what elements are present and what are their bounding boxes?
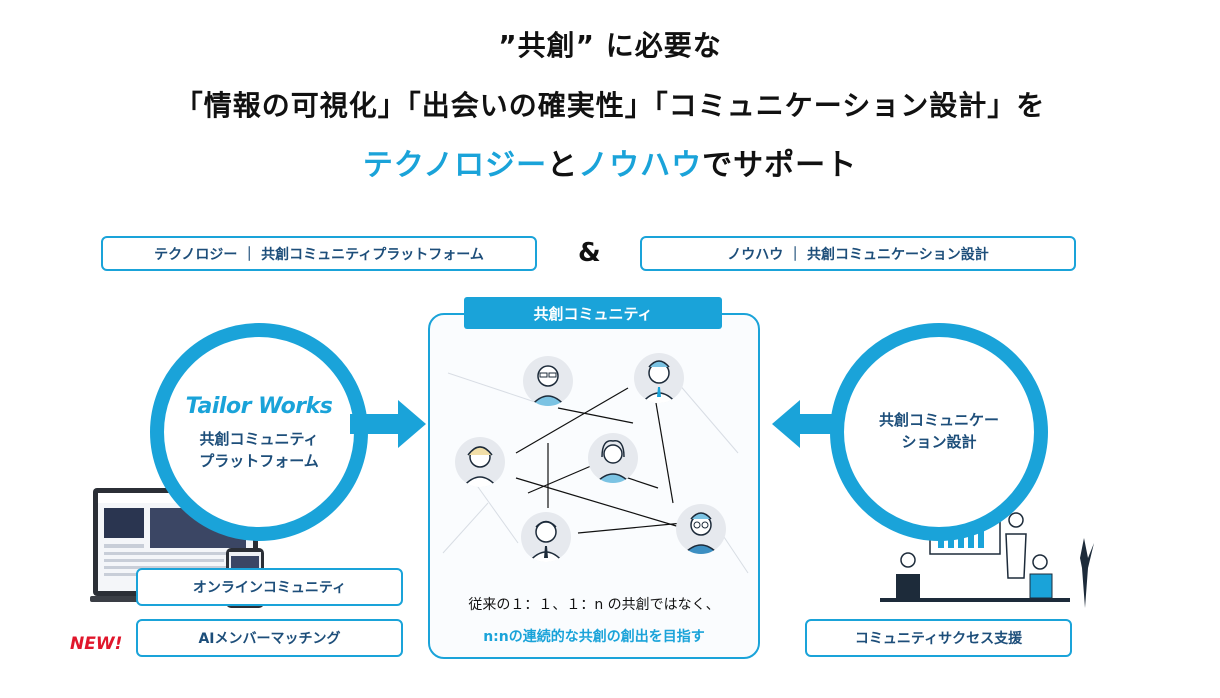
network-lines — [428, 313, 760, 659]
community-success-box: コミュニティサクセス支援 — [805, 619, 1072, 657]
knowhow-label: ノウハウ ｜ 共創コミュニケーション設計 — [640, 236, 1076, 271]
headline-support: でサポート — [702, 148, 858, 183]
community-panel-label: 共創コミュニティ — [464, 297, 722, 329]
headline-and: と — [547, 148, 579, 183]
person-avatar — [523, 356, 573, 406]
headline-line-2: 「情報の可視化」「出会いの確実性」「コミュニケーション設計」を — [174, 89, 1046, 122]
right-arrow-icon — [350, 398, 426, 450]
headline-knowhow: ノウハウ — [578, 148, 703, 183]
online-community-box: オンラインコミュニティ — [136, 568, 403, 606]
headline-line-1: ”共創” に必要な — [498, 29, 722, 62]
headline-technology: テクノロジー — [362, 148, 548, 183]
platform-circle-line2: プラットフォーム — [199, 451, 319, 470]
person-avatar — [455, 437, 505, 487]
person-avatar — [676, 504, 726, 554]
community-caption-2: n:nの連続的な共創の創出を目指す — [483, 629, 705, 645]
platform-circle-line1: 共創コミュニティ — [199, 430, 319, 449]
ampersand: & — [578, 238, 601, 268]
technology-label: テクノロジー ｜ 共創コミュニティプラットフォーム — [101, 236, 537, 271]
person-avatar — [634, 353, 684, 403]
new-badge: NEW! — [70, 634, 123, 654]
person-avatar — [521, 512, 571, 562]
headline-line-3: テクノロジーとノウハウでサポート — [0, 140, 1220, 184]
communication-circle-line1: 共創コミュニケー — [878, 411, 999, 430]
community-caption-1: 従来の１：１、１：n の共創ではなく、 — [468, 597, 720, 613]
ai-member-matching-box: AIメンバーマッチング — [136, 619, 403, 657]
communication-circle-line2: ション設計 — [901, 433, 977, 451]
communication-design-circle: 共創コミュニケー ション設計 — [830, 323, 1048, 541]
person-avatar — [588, 433, 638, 483]
platform-circle: Tailor Works 共創コミュニティ プラットフォーム — [150, 323, 368, 541]
tailor-works-logo: Tailor Works — [185, 394, 333, 420]
